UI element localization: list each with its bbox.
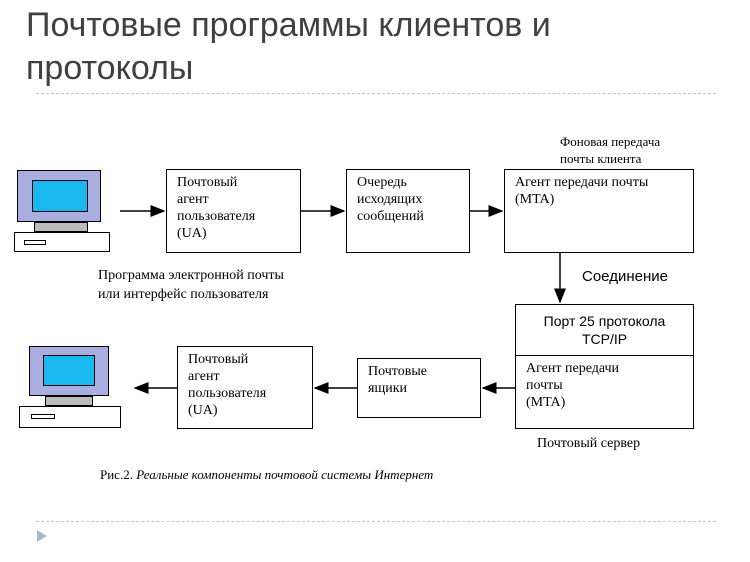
port-25-box: Порт 25 протокола TCP/IP [515,304,694,356]
email-program-label: Программа электронной почты или интерфей… [98,268,284,302]
bottom-divider [36,521,716,522]
caption-text: Реальные компоненты почтовой системы Инт… [136,467,434,482]
figure-caption: Рис.2. Реальные компоненты почтовой сист… [100,467,433,483]
top-mta-box: Агент передачи почты (MTA) [504,169,694,253]
play-triangle-icon [37,530,47,542]
top-user-agent-box: Почтовый агент пользователя (UA) [166,169,301,253]
connection-label: Соединение [582,268,668,285]
top-divider [36,93,716,94]
mail-server-label: Почтовый сервер [537,436,641,451]
bottom-mta-box: Агент передачи почты (MTA) [515,355,694,429]
mailboxes-box: Почтовые ящики [357,358,481,418]
background-transfer-label: Фоновая передача почты клиента [560,134,661,166]
bottom-user-agent-box: Почтовый агент пользователя (UA) [177,346,313,429]
slide-title: Почтовые программы клиентов и протоколы [26,6,551,87]
outgoing-queue-box: Очередь исходящих сообщений [346,169,470,253]
caption-prefix: Рис.2. [100,467,133,482]
